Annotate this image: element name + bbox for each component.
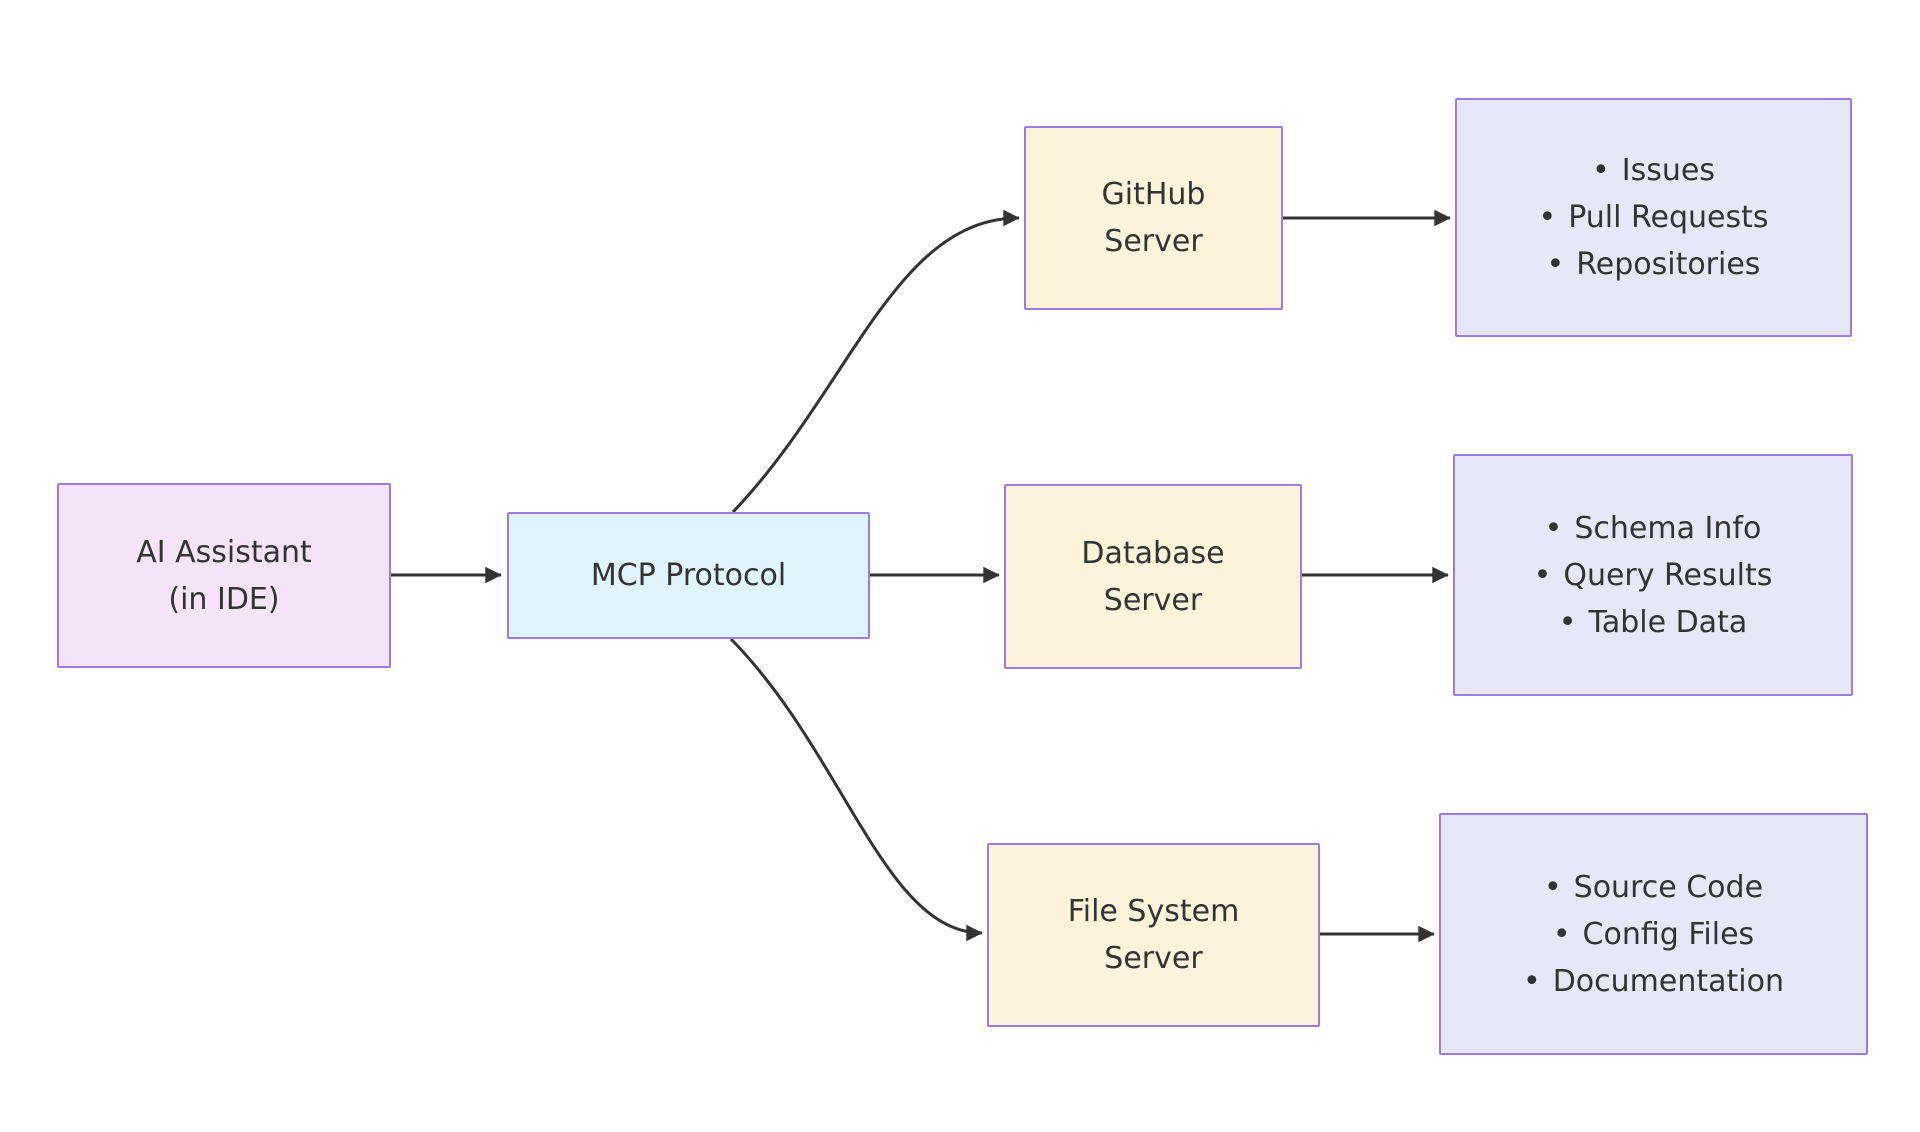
node-mcp-protocol: MCP Protocol xyxy=(507,512,870,639)
node-label-line: Server xyxy=(1103,582,1203,618)
list-item: • Query Results xyxy=(1534,552,1773,599)
list-item: • Documentation xyxy=(1523,958,1784,1005)
list-item: • Issues xyxy=(1592,147,1715,194)
bullet-glyph: • xyxy=(1538,200,1557,235)
bullet-glyph: • xyxy=(1533,557,1552,593)
bullet-glyph: • xyxy=(1543,869,1562,905)
node-ai-assistant: AI Assistant (in IDE) xyxy=(57,483,391,668)
list-item-label: Source Code xyxy=(1573,869,1764,905)
arrow-mcp-to-github xyxy=(731,209,1020,514)
node-label-line: Database xyxy=(1081,535,1225,571)
list-item: • Config Files xyxy=(1553,911,1754,958)
node-github-outputs: •Issues •Pull Requests •Repositories xyxy=(1455,98,1852,337)
node-label-line: AI Assistant xyxy=(136,534,312,570)
node-database-outputs: •Schema Info •Query Results •Table Data xyxy=(1453,454,1853,696)
list-item: • Source Code xyxy=(1544,864,1763,911)
node-label-line: GitHub xyxy=(1101,177,1206,212)
node-label-line: Server xyxy=(1104,224,1203,259)
list-item-label: Documentation xyxy=(1552,963,1784,999)
list-item-label: Issues xyxy=(1621,153,1715,188)
list-item: • Table Data xyxy=(1559,599,1747,646)
list-item-label: Schema Info xyxy=(1574,510,1762,546)
bullet-glyph: • xyxy=(1523,963,1541,999)
node-file-system-server: File System Server xyxy=(987,843,1320,1027)
node-label-line: File System xyxy=(1067,894,1240,929)
list-item-label: Repositories xyxy=(1576,247,1761,282)
bullet-glyph: • xyxy=(1552,916,1571,952)
node-database-server: Database Server xyxy=(1004,484,1302,669)
list-item: • Pull Requests xyxy=(1539,194,1769,241)
list-item-label: Query Results xyxy=(1563,557,1773,593)
bullet-glyph: • xyxy=(1592,153,1610,188)
arrow-mcp-to-filesystem xyxy=(729,637,983,942)
list-item-label: Pull Requests xyxy=(1568,200,1769,235)
node-label-line: Server xyxy=(1104,941,1203,976)
node-filesystem-outputs: •Source Code •Config Files •Documentatio… xyxy=(1439,813,1868,1055)
bullet-glyph: • xyxy=(1546,247,1565,282)
bullet-glyph: • xyxy=(1544,510,1563,546)
node-label-line: MCP Protocol xyxy=(590,558,787,593)
list-item: • Repositories xyxy=(1547,241,1761,288)
list-item: • Schema Info xyxy=(1545,505,1762,552)
list-item-label: Config Files xyxy=(1582,916,1755,952)
list-item-label: Table Data xyxy=(1588,604,1748,640)
node-github-server: GitHub Server xyxy=(1024,126,1283,310)
bullet-glyph: • xyxy=(1558,604,1577,640)
node-label-line: (in IDE) xyxy=(168,581,280,617)
